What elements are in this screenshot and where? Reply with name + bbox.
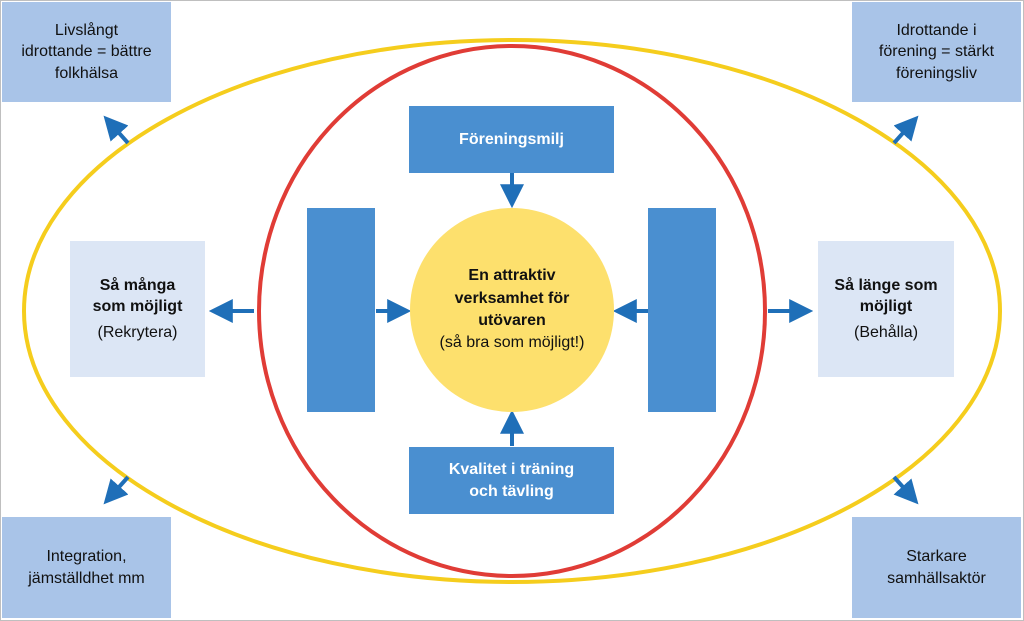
arrow-to-top-right: [892, 115, 919, 145]
right-box-retain: Så länge som möjligt (Behålla): [818, 241, 954, 377]
left-box-subtitle: (Rekrytera): [97, 323, 178, 341]
corner-box-bottom-left: Integration, jämställdhet mm: [2, 517, 171, 618]
corner-box-top-right: Idrottande i förening = stärkt förenings…: [852, 2, 1021, 102]
center-circle: En attraktiv verksamhet för utövaren (så…: [410, 208, 614, 412]
right-box-title: Så länge som möjligt: [834, 276, 938, 316]
arrow-to-bottom-right: [892, 475, 919, 505]
arrow-to-bottom-left: [103, 475, 130, 505]
left-box-recruit: Så många som möjligt (Rekrytera): [70, 241, 205, 377]
arrow-to-top-left: [103, 115, 130, 145]
center-title: En attraktiv verksamhet för utövaren: [454, 267, 570, 329]
bottom-box-quality: Kvalitet i träning och tävling: [409, 447, 614, 514]
outer-ellipse: [22, 38, 1002, 584]
left-blue-block: [307, 208, 375, 412]
right-blue-block: [648, 208, 716, 412]
left-box-title: Så många som möjligt: [92, 276, 183, 316]
top-box-club-environment: Föreningsmilj: [409, 106, 614, 173]
inner-circle: [257, 44, 767, 578]
center-subtitle: (så bra som möjligt!): [439, 334, 585, 352]
corner-box-bottom-right: Starkare samhällsaktör: [852, 517, 1021, 618]
right-box-subtitle: (Behålla): [853, 323, 919, 341]
corner-box-top-left: Livslångt idrottande = bättre folkhälsa: [2, 2, 171, 102]
